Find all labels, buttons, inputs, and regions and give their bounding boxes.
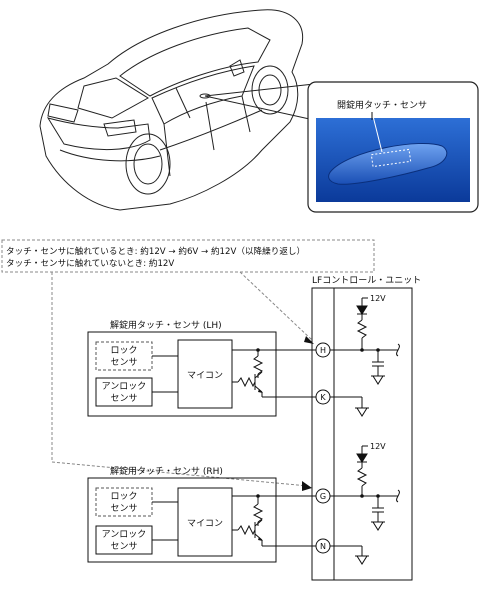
sensor-lh-box	[87, 331, 277, 417]
supply-voltage-upper: 12V	[370, 294, 386, 303]
sensor-lh-lock-line1: ロック	[110, 345, 137, 356]
note-arrow-g	[302, 481, 312, 491]
sensor-rh: 解錠用タッチ・センサ (RH) ロック センサ アンロック センサ マイコン	[87, 465, 316, 563]
sensor-rh-mcu-label: マイコン	[187, 519, 223, 529]
terminal-n-label: N	[320, 542, 326, 551]
sensor-rh-unlock-line2: センサ	[110, 541, 137, 552]
sensor-rh-lock-line1: ロック	[110, 491, 137, 502]
sensor-lh: 解錠用タッチ・センサ (LH) ロック センサ アンロック センサ マイコン	[87, 319, 316, 417]
signal-note-untouched: タッチ・センサに触れていないとき: 約12V	[6, 257, 174, 269]
control-unit-title: LFコントロール・ユニット	[312, 276, 421, 286]
terminal-h-label: H	[320, 346, 326, 355]
sensor-rh-lock-line2: センサ	[110, 503, 137, 514]
ground-icon	[356, 407, 368, 417]
sensor-lh-mcu-label: マイコン	[187, 371, 223, 381]
sensor-lh-unlock-line2: センサ	[110, 393, 137, 404]
sensor-lh-lock-line2: センサ	[110, 357, 137, 368]
transistor-emitter-arrow	[258, 389, 263, 393]
transistor-emitter-arrow	[258, 537, 263, 541]
terminal-k-label: K	[320, 393, 326, 402]
signal-note-touched: タッチ・センサに触れているとき: 約12V → 約6V → 約12V（以降繰り返…	[6, 245, 305, 257]
lower-internal-circuit	[330, 445, 400, 556]
terminal-n: N	[315, 538, 331, 554]
touch-sensor-area	[370, 148, 412, 168]
ground-icon	[356, 555, 368, 565]
door-handle-shape	[328, 143, 448, 185]
sensor-rh-box	[87, 477, 277, 563]
sensor-rh-title: 解錠用タッチ・センサ (RH)	[110, 465, 223, 477]
sensor-callout-label: 開錠用タッチ・センサ	[337, 99, 427, 111]
callout-leader-lines	[204, 83, 315, 121]
ground-icon	[372, 375, 384, 385]
door-handle-inset: 開錠用タッチ・センサ	[307, 81, 479, 213]
sensor-lh-title: 解錠用タッチ・センサ (LH)	[110, 319, 222, 331]
sensor-lh-mcu	[177, 339, 233, 409]
terminal-g-label: G	[320, 492, 326, 501]
terminal-k: K	[315, 389, 331, 405]
note-leader-lines	[51, 271, 313, 487]
control-unit-box	[311, 287, 413, 581]
terminal-h: H	[315, 342, 331, 358]
signal-note-box	[1, 239, 375, 273]
terminal-g: G	[315, 488, 331, 504]
sensor-lh-unlock-line1: アンロック	[102, 381, 147, 392]
sensor-rh-unlock-line1: アンロック	[102, 529, 147, 540]
signal-note: タッチ・センサに触れているとき: 約12V → 約6V → 約12V（以降繰り返…	[1, 239, 375, 273]
upper-internal-circuit	[330, 297, 400, 408]
supply-voltage-lower: 12V	[370, 442, 386, 451]
control-unit: LFコントロール・ユニット	[311, 276, 421, 581]
ground-icon	[372, 521, 384, 531]
car-illustration	[39, 9, 304, 211]
sensor-rh-mcu	[177, 487, 233, 557]
